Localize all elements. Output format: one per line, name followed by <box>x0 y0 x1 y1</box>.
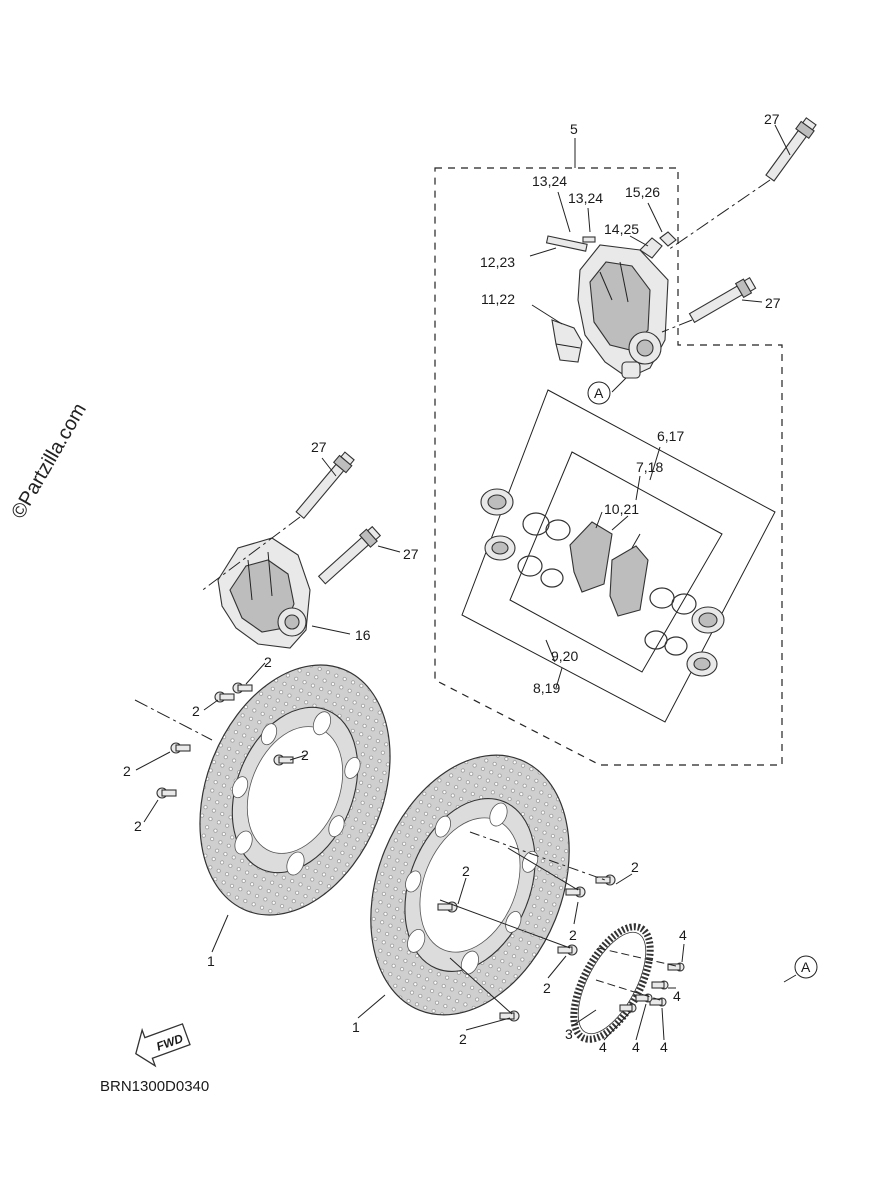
brake-pad-1 <box>569 521 613 593</box>
caliper-bolt-left-mid <box>317 525 382 585</box>
bleed-cap <box>659 231 677 247</box>
callout-1-right: 1 <box>352 1019 360 1035</box>
disc-bolt <box>595 874 616 886</box>
callout-2-c: 2 <box>123 763 131 779</box>
callout-27-top: 27 <box>764 111 780 127</box>
callout-2-h: 2 <box>569 927 577 943</box>
callout-27-left-top: 27 <box>311 439 327 455</box>
seal-4 <box>540 568 564 588</box>
disc-bolt <box>437 901 458 913</box>
callout-2-e: 2 <box>301 747 309 763</box>
callout-2-g: 2 <box>462 863 470 879</box>
brake-pad-2 <box>609 545 649 617</box>
callout-8-19: 8,19 <box>533 680 560 696</box>
brake-disc-left <box>199 664 391 916</box>
leader-lines <box>135 124 797 1041</box>
callout-14-25: 14,25 <box>604 221 639 237</box>
seal-8 <box>664 636 688 656</box>
reference-a-top: A <box>594 385 604 401</box>
caliper-left <box>217 537 311 649</box>
pad-spring <box>551 319 583 363</box>
callout-2-i: 2 <box>543 980 551 996</box>
callout-4-b: 4 <box>673 988 681 1004</box>
callout-27-left-mid: 27 <box>403 546 419 562</box>
kit-frame-inner <box>509 451 723 673</box>
seal-6 <box>671 593 697 615</box>
callout-4-d: 4 <box>632 1039 640 1055</box>
disc-bolt <box>214 691 235 703</box>
seal-3 <box>517 555 543 577</box>
callout-12-23: 12,23 <box>480 254 515 270</box>
ring-bolt <box>651 980 669 990</box>
disc-bolt <box>156 787 177 799</box>
callout-15-26: 15,26 <box>625 184 660 200</box>
caliper-right <box>577 244 669 379</box>
callout-10-21: 10,21 <box>604 501 639 517</box>
caliper-assembly-boundary <box>434 167 783 766</box>
callout-4-a: 4 <box>679 927 687 943</box>
reference-a-top-circle <box>587 381 611 405</box>
seal-5 <box>649 587 675 609</box>
diagram-code: BRN1300D0340 <box>100 1078 209 1095</box>
caliper-bolt-left-top <box>295 451 355 519</box>
callout-4-c: 4 <box>599 1039 607 1055</box>
seal-2 <box>545 519 571 541</box>
callout-7-18: 7,18 <box>636 459 663 475</box>
seal-1 <box>522 512 550 536</box>
reference-a-bottom-circle <box>794 955 818 979</box>
caliper-bolt-right <box>688 277 757 324</box>
callout-16: 16 <box>355 627 371 643</box>
callout-2-d: 2 <box>134 818 142 834</box>
callout-11-22: 11,22 <box>481 291 515 307</box>
disc-bolt <box>170 742 191 754</box>
piston-4 <box>686 651 718 677</box>
piston-1 <box>480 488 514 516</box>
brake-disc-right <box>370 754 570 1016</box>
disc-bolt <box>273 754 294 766</box>
caliper-bolt-top <box>765 117 817 182</box>
ring-bolt <box>667 962 685 972</box>
forward-arrow-icon: FWD <box>135 1023 191 1068</box>
watermark-text: ©Partzilla.com <box>7 400 91 523</box>
callout-3: 3 <box>565 1026 573 1042</box>
ring-bolt <box>619 1003 637 1013</box>
disc-bolt <box>232 682 253 694</box>
callout-5: 5 <box>570 121 578 137</box>
callout-1-left: 1 <box>207 953 215 969</box>
callout-2-f: 2 <box>631 859 639 875</box>
callout-27-right: 27 <box>765 295 781 311</box>
callout-2-b: 2 <box>192 703 200 719</box>
callout-2-j: 2 <box>459 1031 467 1047</box>
callout-13-24-b: 13,24 <box>568 190 603 206</box>
piston-2 <box>484 535 516 561</box>
callout-9-20: 9,20 <box>551 648 578 664</box>
reference-a-bottom: A <box>801 959 811 975</box>
piston-3 <box>691 606 725 634</box>
bleed-screw <box>639 237 663 259</box>
callout-6-17: 6,17 <box>657 428 684 444</box>
ring-bolt <box>635 993 653 1003</box>
pad-pin <box>545 235 588 252</box>
seal-7 <box>644 630 668 650</box>
callout-2-a: 2 <box>264 654 272 670</box>
pin-clip <box>582 236 596 243</box>
callout-4-e: 4 <box>660 1039 668 1055</box>
disc-bolt <box>557 944 578 956</box>
callout-13-24-a: 13,24 <box>532 173 567 189</box>
